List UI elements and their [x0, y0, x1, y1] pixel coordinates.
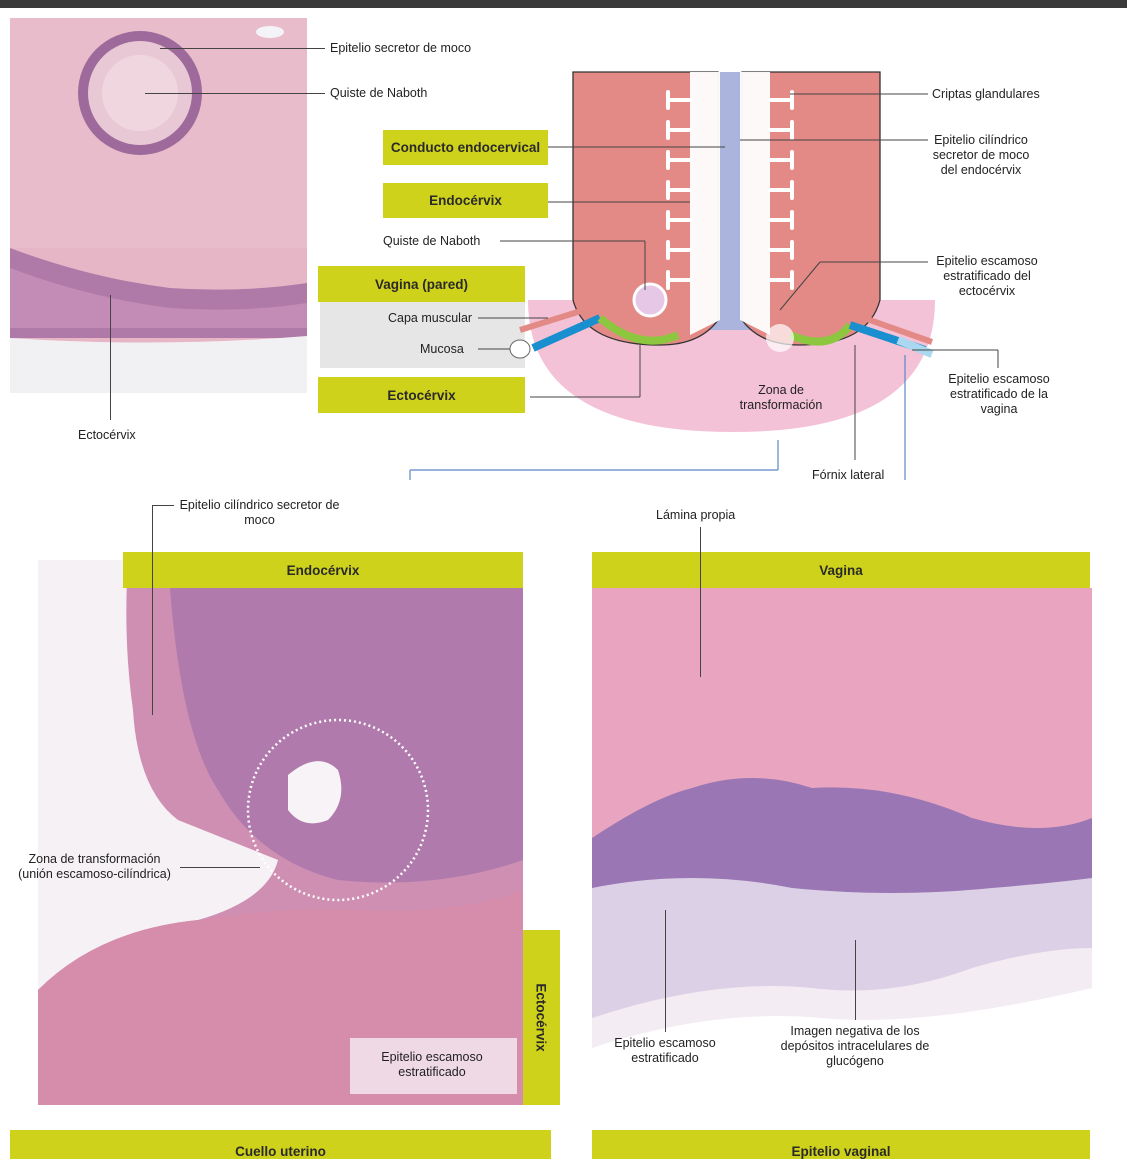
- label-zona-transformacion: Zona de transformación: [735, 383, 827, 413]
- label-criptas: Criptas glandulares: [932, 87, 1040, 102]
- label-mucosa: Mucosa: [420, 342, 464, 357]
- header-vagina-panel: Vagina: [592, 552, 1090, 588]
- side-box-ectocervix-label: Ectocérvix: [534, 983, 549, 1051]
- label-quiste-naboth-diagram: Quiste de Naboth: [383, 234, 480, 249]
- footer-epitelio-vaginal: Epitelio vaginal: [592, 1130, 1090, 1159]
- footer-cuello-uterino: Cuello uterino: [10, 1130, 551, 1159]
- side-box-ectocervix: Ectocérvix: [523, 930, 560, 1105]
- leader-imagen-negativa: [855, 940, 856, 1020]
- label-epitelio-cilindrico-endocervix: Epitelio cilíndrico secretor de moco del…: [925, 133, 1037, 178]
- micrograph-cuello-uterino: [38, 560, 523, 1105]
- label-imagen-negativa: Imagen negativa de los depósitos intrace…: [770, 1024, 940, 1069]
- label-zona-transformacion-panel: Zona de transformación (unión escamoso-c…: [12, 852, 177, 882]
- header-endocervix-panel: Endocérvix: [123, 552, 523, 588]
- label-fornix-lateral: Fórnix lateral: [812, 468, 884, 483]
- box-ectocervix-diagram: Ectocérvix: [318, 377, 525, 413]
- leader-zona-panel: [180, 867, 260, 868]
- leader-epitelio-escamoso-vagina-panel: [665, 910, 666, 1032]
- micrograph-vagina-image: [592, 588, 1092, 1078]
- micrograph-vagina: [592, 588, 1092, 1078]
- box-endocervix-diagram: Endocérvix: [383, 183, 548, 218]
- label-capa-muscular: Capa muscular: [388, 311, 472, 326]
- leader-epitelio-cilindrico-panel-v: [152, 505, 153, 715]
- box-vagina-pared: Vagina (pared): [318, 266, 525, 302]
- micrograph-cuello-uterino-image: [38, 560, 523, 1105]
- label-epitelio-escamoso-vagina-panel: Epitelio escamoso estratificado: [600, 1036, 730, 1066]
- label-epitelio-escamoso-panel-left: Epitelio escamoso estratificado: [352, 1050, 512, 1080]
- leader-epitelio-cilindrico-panel: [152, 505, 174, 506]
- label-lamina-propia: Lámina propia: [656, 508, 735, 523]
- box-conducto-endocervical: Conducto endocervical: [383, 130, 548, 165]
- label-epitelio-cilindrico-panel: Epitelio cilíndrico secretor de moco: [172, 498, 347, 528]
- label-epitelio-escamoso-ectocervix: Epitelio escamoso estratificado del ecto…: [928, 254, 1046, 299]
- label-epitelio-escamoso-vagina: Epitelio escamoso estratificado de la va…: [940, 372, 1058, 417]
- leader-lamina-propia: [700, 527, 701, 677]
